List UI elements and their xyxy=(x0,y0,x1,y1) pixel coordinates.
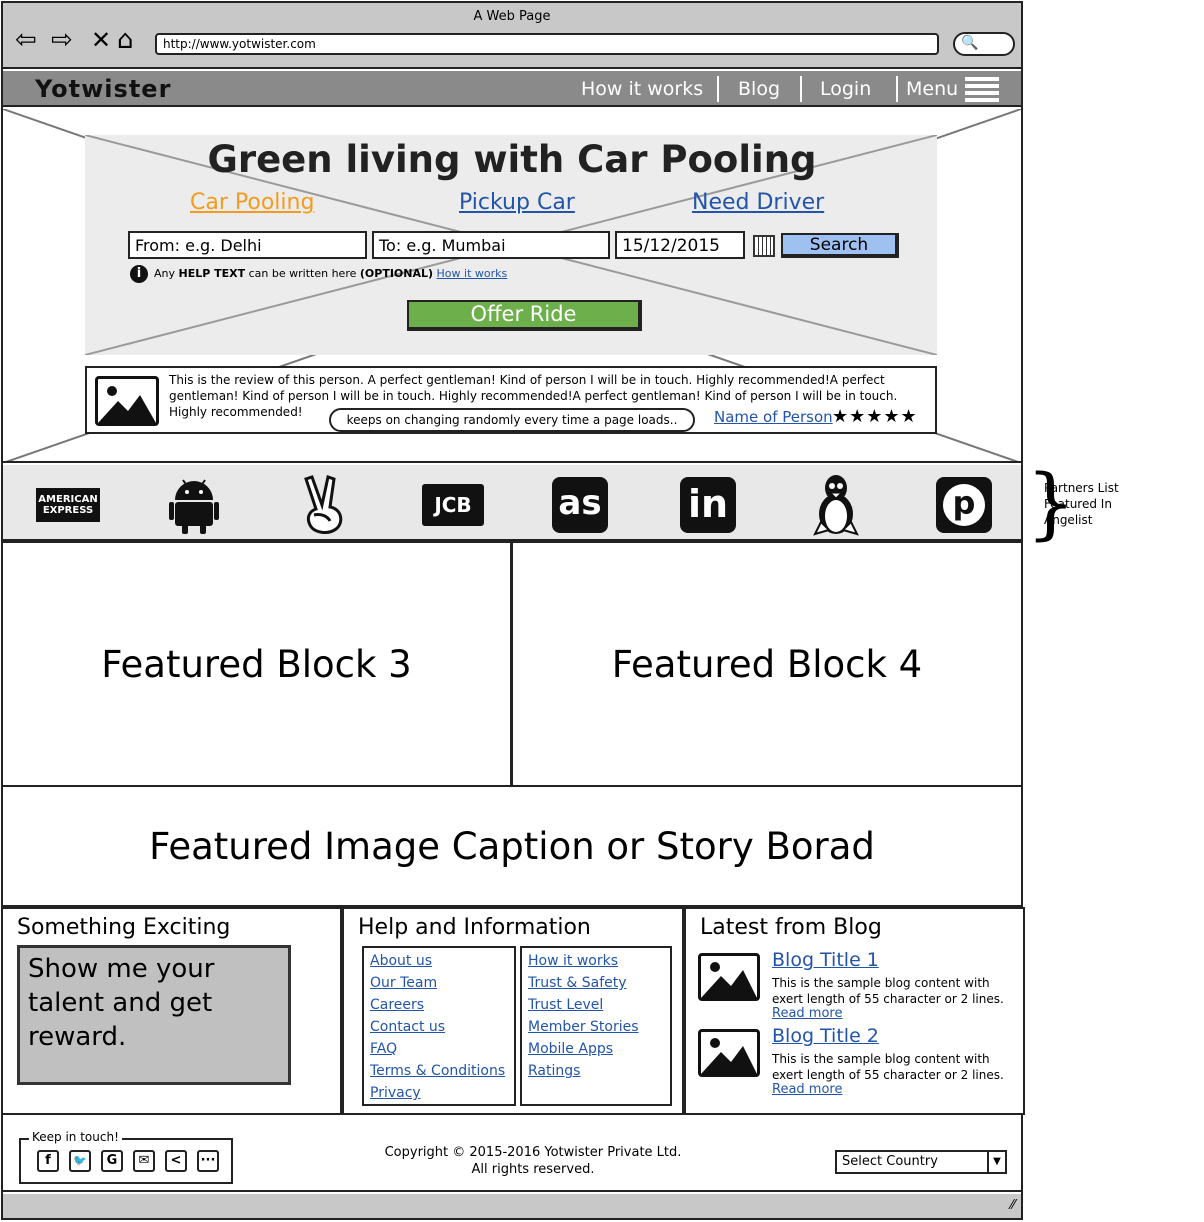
search-icon: 🔍 xyxy=(961,35,979,51)
lastfm-icon: as xyxy=(552,477,608,533)
forward-icon[interactable]: ⇨ xyxy=(51,25,73,55)
link-member-stories[interactable]: Member Stories xyxy=(528,1019,639,1035)
link-privacy[interactable]: Privacy xyxy=(370,1085,421,1101)
blog-post-excerpt: This is the sample blog content with exe… xyxy=(772,976,1004,1006)
partners-note: Partners List Featured In Angelist xyxy=(1044,481,1119,527)
offer-ride-button[interactable]: Offer Ride xyxy=(407,300,642,331)
image-icon xyxy=(698,1029,760,1077)
nav-blog[interactable]: Blog xyxy=(738,78,780,100)
link-mobile-apps[interactable]: Mobile Apps xyxy=(528,1041,614,1057)
blog-post-title[interactable]: Blog Title 2 xyxy=(772,1025,879,1047)
site-navbar: Yotwister How it works Blog Login Menu xyxy=(3,71,1021,107)
nav-divider xyxy=(800,76,802,102)
android-icon xyxy=(166,477,222,534)
peace-hand-icon xyxy=(295,475,351,534)
featured-block-4[interactable]: Featured Block 4 xyxy=(511,541,1023,787)
keep-in-touch-box: Keep in touch! f 🐦 G ✉ < ··· xyxy=(19,1130,233,1184)
read-more-link[interactable]: Read more xyxy=(772,1006,843,1021)
featured-block-4-label: Featured Block 4 xyxy=(611,642,923,686)
nav-divider xyxy=(717,76,719,102)
link-careers[interactable]: Careers xyxy=(370,997,425,1013)
featured-caption: Featured Image Caption or Story Borad xyxy=(1,785,1023,907)
footer-blog: Latest from Blog Blog Title 1 This is th… xyxy=(684,907,1025,1115)
link-how-it-works[interactable]: How it works xyxy=(528,953,618,969)
nav-divider xyxy=(896,76,898,102)
close-icon[interactable]: ✕ xyxy=(91,26,112,54)
email-icon[interactable]: ✉ xyxy=(133,1150,155,1172)
date-input[interactable]: 15/12/2015 xyxy=(615,231,745,259)
keep-in-touch-label: Keep in touch! xyxy=(29,1130,122,1144)
help-links-right: How it works Trust & Safety Trust Level … xyxy=(520,946,672,1106)
brace-annotation: } xyxy=(1026,459,1076,549)
help-title: Help and Information xyxy=(358,915,591,940)
browser-chrome: A Web Page ⇦ ⇨ ✕ ⌂ http://www.yotwister.… xyxy=(3,3,1021,69)
share-icon[interactable]: < xyxy=(165,1150,187,1172)
linkedin-icon: in xyxy=(680,477,736,533)
image-icon xyxy=(95,376,159,426)
link-about-us[interactable]: About us xyxy=(370,953,433,969)
tab-car-pooling[interactable]: Car Pooling xyxy=(190,190,315,215)
american-express-icon: AMERICAN EXPRESS xyxy=(35,477,101,533)
copyright: Copyright © 2015-2016 Yotwister Private … xyxy=(384,1145,682,1177)
nav-login[interactable]: Login xyxy=(820,78,872,100)
nav-menu[interactable]: Menu xyxy=(906,78,959,100)
hamburger-icon[interactable] xyxy=(965,77,999,102)
brand-logo[interactable]: Yotwister xyxy=(35,75,172,103)
blog-title: Latest from Blog xyxy=(700,915,882,940)
talent-box[interactable]: Show me your talent and get reward. xyxy=(17,945,291,1085)
read-more-link[interactable]: Read more xyxy=(772,1082,843,1097)
review-card: This is the review of this person. A per… xyxy=(85,366,937,434)
link-terms[interactable]: Terms & Conditions xyxy=(370,1063,506,1079)
link-trust-level[interactable]: Trust Level xyxy=(528,997,604,1013)
more-icon[interactable]: ··· xyxy=(197,1150,219,1172)
jcb-icon: JCB xyxy=(421,477,485,533)
help-links-left: About us Our Team Careers Contact us FAQ… xyxy=(362,946,516,1106)
calendar-icon[interactable] xyxy=(753,235,775,257)
resize-grip-icon[interactable]: ⁄⁄ xyxy=(1010,1198,1015,1213)
linux-icon xyxy=(808,475,864,536)
to-input[interactable]: To: e.g. Mumbai xyxy=(372,231,610,259)
twitter-icon[interactable]: 🐦 xyxy=(69,1150,91,1172)
blog-post-excerpt: This is the sample blog content with exe… xyxy=(772,1052,1004,1082)
info-icon: i xyxy=(130,265,148,283)
link-our-team[interactable]: Our Team xyxy=(370,975,438,991)
search-button[interactable]: Search xyxy=(781,233,899,258)
tab-pickup-car[interactable]: Pickup Car xyxy=(459,190,575,215)
featured-block-3[interactable]: Featured Block 3 xyxy=(1,541,512,787)
link-ratings[interactable]: Ratings xyxy=(528,1063,581,1079)
review-callout: keeps on changing randomly every time a … xyxy=(329,408,695,432)
link-faq[interactable]: FAQ xyxy=(370,1041,398,1057)
link-contact-us[interactable]: Contact us xyxy=(370,1019,446,1035)
tab-need-driver[interactable]: Need Driver xyxy=(692,190,825,215)
window-title: A Web Page xyxy=(473,9,551,24)
image-icon xyxy=(698,953,760,1001)
pinterest-icon: p xyxy=(936,477,992,533)
link-trust-safety[interactable]: Trust & Safety xyxy=(528,975,627,991)
browser-search-box[interactable]: 🔍 xyxy=(953,32,1015,56)
help-how-it-works-link[interactable]: How it works xyxy=(436,267,508,280)
reviewer-name-link[interactable]: Name of Person xyxy=(714,408,833,426)
address-bar[interactable]: http://www.yotwister.com xyxy=(155,33,939,55)
chevron-down-icon: ▼ xyxy=(987,1152,1005,1172)
hero-title: Green living with Car Pooling xyxy=(207,138,817,181)
featured-block-3-label: Featured Block 3 xyxy=(101,642,412,686)
blog-post-title[interactable]: Blog Title 1 xyxy=(772,949,879,971)
from-input[interactable]: From: e.g. Delhi xyxy=(128,231,367,259)
footer-exciting: Something Exciting Show me your talent a… xyxy=(1,907,342,1115)
review-text: This is the review of this person. A per… xyxy=(169,373,898,419)
home-icon[interactable]: ⌂ xyxy=(117,25,134,55)
exciting-title: Something Exciting xyxy=(17,915,231,940)
facebook-icon[interactable]: f xyxy=(37,1150,59,1172)
featured-caption-text: Featured Image Caption or Story Borad xyxy=(149,824,875,868)
status-bar: ⁄⁄ xyxy=(3,1194,1021,1218)
google-icon[interactable]: G xyxy=(101,1150,123,1172)
country-select[interactable]: Select Country ▼ xyxy=(835,1150,1007,1174)
star-rating: ★★★★★ xyxy=(832,406,918,427)
partners-bar: AMERICAN EXPRESS JCB as in p xyxy=(3,465,1021,541)
back-icon[interactable]: ⇦ xyxy=(15,25,37,55)
footer-help: Help and Information About us Our Team C… xyxy=(342,907,684,1115)
nav-how-it-works[interactable]: How it works xyxy=(581,78,704,100)
footer-bottom: Keep in touch! f 🐦 G ✉ < ··· Copyright ©… xyxy=(3,1116,1021,1192)
